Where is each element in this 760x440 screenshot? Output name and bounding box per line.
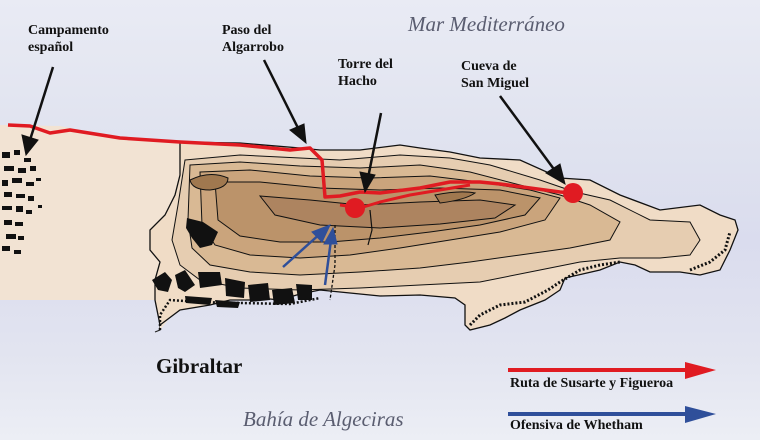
label-paso-algarrobo: Paso del Algarrobo: [222, 23, 284, 55]
marker-torre-hacho: [345, 198, 365, 218]
bay-fortification: [158, 296, 321, 330]
charles-wall: [329, 225, 336, 301]
pointer-arrows: [21, 59, 566, 194]
summit-ridge: [434, 191, 477, 204]
ridge-path: [367, 209, 373, 246]
fortifications-south: [468, 231, 732, 327]
label-campamento-espanol: Campamento español: [28, 23, 109, 55]
legend-label-whetham: Ofensiva de Whetham: [510, 418, 643, 433]
whetham-offensive-arrows: [282, 224, 338, 286]
summit-west: [189, 174, 229, 191]
campamento-town: [2, 150, 42, 254]
legend-label-susarte-figueroa: Ruta de Susarte y Figueroa: [510, 376, 674, 391]
label-gibraltar: Gibraltar: [156, 354, 243, 378]
label-cueva-san-miguel: Cueva de San Miguel: [461, 59, 530, 91]
label-bahia-algeciras: Bahía de Algeciras: [243, 407, 404, 431]
label-torre-hacho: Torre del Hacho: [338, 57, 393, 89]
label-mar-mediterraneo: Mar Mediterráneo: [408, 12, 565, 36]
route-susarte-figueroa: [7, 123, 573, 199]
marker-cueva-san-miguel: [563, 183, 583, 203]
moorish-castle: [186, 218, 218, 248]
legend-arrows: [508, 362, 716, 423]
